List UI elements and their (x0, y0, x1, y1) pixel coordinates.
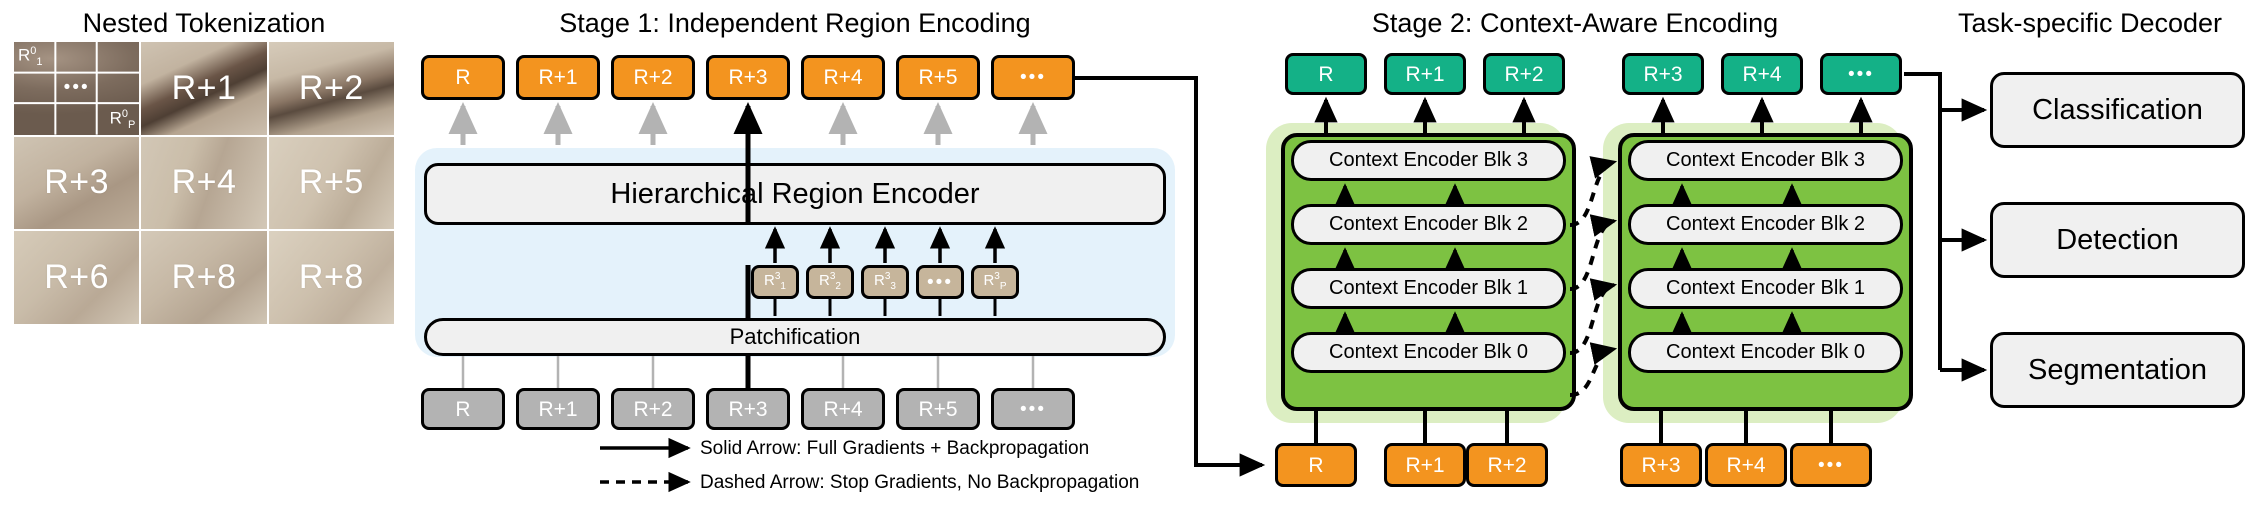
panel-title-tokenization: Nested Tokenization (82, 8, 326, 38)
subgrid-ellipsis: ••• (63, 77, 90, 99)
tok-cell-nested[interactable]: R01 ••• R0P (14, 42, 140, 135)
stage2-g2-input-token-2[interactable]: ••• (1790, 443, 1872, 487)
tok-cell-image (14, 42, 140, 135)
decoder-task-classification[interactable]: Classification (1990, 72, 2245, 148)
tok-cell-label: R+5 (298, 163, 364, 202)
subcell-center-dots: ••• (56, 74, 96, 104)
panel-title-stage1: Stage 1: Independent Region Encoding (559, 8, 1031, 38)
patch-token-ellipsis[interactable]: ••• (916, 265, 964, 299)
patchification-box[interactable]: Patchification (424, 318, 1166, 356)
stage2-g1-block-3[interactable]: Context Encoder Blk 3 (1291, 140, 1566, 181)
stage2-g1-input-token-0[interactable]: R (1275, 443, 1357, 487)
stage2-g2-output-token-2[interactable]: ••• (1820, 53, 1902, 95)
stage1-input-token-5[interactable]: R+5 (896, 388, 980, 430)
patch-token-1[interactable]: R32 (806, 265, 854, 299)
stage1-input-token-2[interactable]: R+2 (611, 388, 695, 430)
stage1-output-token-4[interactable]: R+4 (801, 55, 885, 100)
nested-subgrid: R01 ••• R0P (14, 42, 139, 135)
tok-cell-image (268, 42, 394, 135)
stage2-g2-output-token-0[interactable]: R+3 (1622, 53, 1704, 95)
stage2-to-decoder-connector (1904, 72, 1988, 382)
stage2-g1-input-token-2[interactable]: R+2 (1466, 443, 1548, 487)
stage1-output-token-1[interactable]: R+1 (516, 55, 600, 100)
stage1-output-token-3[interactable]: R+3 (706, 55, 790, 100)
stage1-output-token-0[interactable]: R (421, 55, 505, 100)
patch-token-0[interactable]: R31 (751, 265, 799, 299)
tok-cell-image (141, 231, 267, 324)
stage1-input-token-1[interactable]: R+1 (516, 388, 600, 430)
stage2-g2-block-2[interactable]: Context Encoder Blk 2 (1628, 204, 1903, 245)
subgrid-lines (14, 42, 140, 135)
stage2-g1-block-1[interactable]: Context Encoder Blk 1 (1291, 268, 1566, 309)
tok-cell-image (14, 231, 140, 324)
tok-cell-label: R+6 (44, 258, 110, 297)
subcell-label-last: R0P (109, 107, 136, 131)
tok-cell-2[interactable]: R+2 (268, 42, 394, 135)
tok-cell-label: R+1 (171, 68, 237, 107)
stage1-output-token-5[interactable]: R+5 (896, 55, 980, 100)
stage2-g1-block-0[interactable]: Context Encoder Blk 0 (1291, 332, 1566, 373)
subcell-0: R01 (14, 42, 54, 72)
stage2-g2-input-token-0[interactable]: R+3 (1620, 443, 1702, 487)
nested-tokenization-grid: R01 ••• R0P (14, 42, 394, 324)
stage2-g2-block-3[interactable]: Context Encoder Blk 3 (1628, 140, 1903, 181)
stage1-output-token-6[interactable]: ••• (991, 55, 1075, 100)
panel-title-stage2: Stage 2: Context-Aware Encoding (1371, 8, 1779, 38)
hierarchical-region-encoder-box[interactable]: Hierarchical Region Encoder (424, 163, 1166, 225)
stage2-g2-output-token-1[interactable]: R+4 (1721, 53, 1803, 95)
stage1-gray-arrows (448, 101, 1048, 145)
stage1-patch-connectors (461, 356, 1035, 388)
stage2-g2-block-0[interactable]: Context Encoder Blk 0 (1628, 332, 1903, 373)
tok-cell-label: R+4 (171, 163, 237, 202)
patch-token-last[interactable]: R3P (971, 265, 1019, 299)
tok-cell-label: R+2 (298, 68, 364, 107)
decoder-task-segmentation[interactable]: Segmentation (1990, 332, 2245, 408)
tok-cell-3[interactable]: R+3 (14, 136, 140, 230)
tok-cell-image (141, 136, 267, 230)
stage2-g2-block-1[interactable]: Context Encoder Blk 1 (1628, 268, 1903, 309)
panel-title-decoder: Task-specific Decoder (1957, 8, 2223, 38)
tok-cell-label: R+8 (298, 258, 364, 297)
stage2-g1-input-token-1[interactable]: R+1 (1384, 443, 1466, 487)
stage2-g1-block-2[interactable]: Context Encoder Blk 2 (1291, 204, 1566, 245)
tok-cell-image (268, 136, 394, 230)
stage1-input-token-3[interactable]: R+3 (706, 388, 790, 430)
tok-cell-label: R+8 (171, 258, 237, 297)
tok-cell-4[interactable]: R+4 (141, 136, 267, 230)
stage2-g2-input-token-1[interactable]: R+4 (1705, 443, 1787, 487)
stage1-input-token-4[interactable]: R+4 (801, 388, 885, 430)
tok-cell-8[interactable]: R+8 (268, 231, 394, 324)
tok-cell-label: R+3 (44, 163, 110, 202)
stage1-input-token-6[interactable]: ••• (991, 388, 1075, 430)
stage1-output-token-2[interactable]: R+2 (611, 55, 695, 100)
patch-token-2[interactable]: R33 (861, 265, 909, 299)
tok-cell-7[interactable]: R+8 (141, 231, 267, 324)
legend-solid-label: Solid Arrow: Full Gradients + Backpropag… (700, 438, 1090, 459)
subcell-label-first: R01 (18, 45, 43, 69)
tok-cell-5[interactable]: R+5 (268, 136, 394, 230)
decoder-task-detection[interactable]: Detection (1990, 202, 2245, 278)
tok-cell-image (14, 136, 140, 230)
tok-cell-6[interactable]: R+6 (14, 231, 140, 324)
stage2-g1-output-token-2[interactable]: R+2 (1483, 53, 1565, 95)
tok-cell-image (141, 42, 267, 135)
stage2-g1-output-token-0[interactable]: R (1285, 53, 1367, 95)
legend-dashed-label: Dashed Arrow: Stop Gradients, No Backpro… (700, 472, 1140, 493)
stage1-input-token-0[interactable]: R (421, 388, 505, 430)
tok-cell-1[interactable]: R+1 (141, 42, 267, 135)
tok-cell-image (268, 231, 394, 324)
subcell-8: R0P (99, 105, 139, 135)
stage2-g1-output-token-1[interactable]: R+1 (1384, 53, 1466, 95)
